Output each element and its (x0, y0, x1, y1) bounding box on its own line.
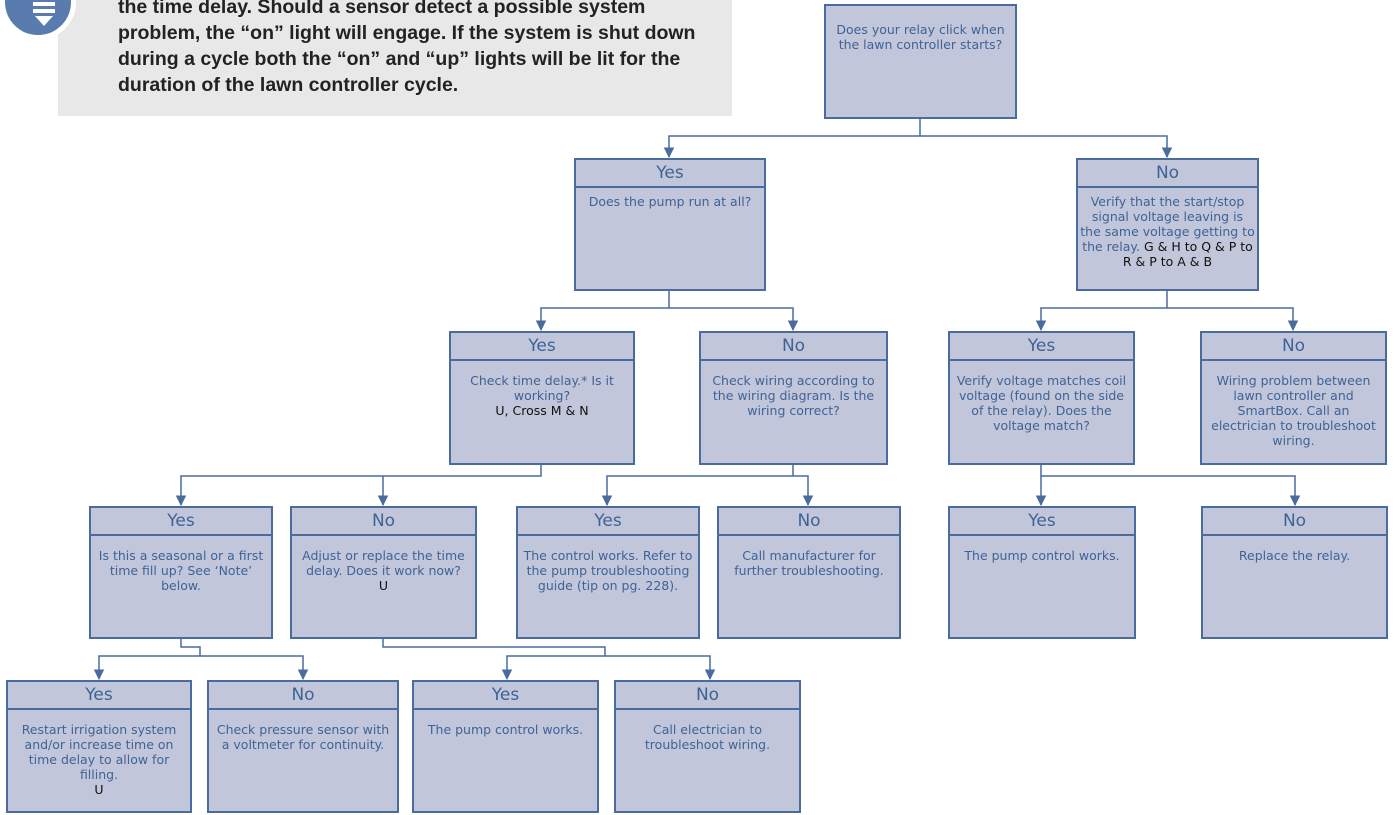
connector (669, 307, 799, 332)
box-title: No (701, 333, 886, 361)
no-verify-signal-box: No Verify that the start/stop signal vol… (1076, 158, 1259, 291)
box-text: The pump control works. (964, 548, 1120, 563)
no-check-pressure-sensor-box: No Check pressure sensor with a voltmete… (207, 680, 399, 813)
connector (175, 464, 542, 507)
box-title: No (1203, 508, 1386, 536)
box-title: No (292, 508, 475, 536)
root-question-text: Does your relay click when the lawn cont… (836, 22, 1005, 52)
connector (1040, 464, 1301, 507)
connector (793, 475, 814, 507)
box-text: Check wiring according to the wiring dia… (712, 373, 875, 418)
yes-restart-irrigation-box: Yes Restart irrigation system and/or inc… (6, 680, 192, 813)
connector (1035, 290, 1168, 332)
box-title: Yes (451, 333, 633, 361)
connector (601, 464, 794, 507)
yes-pump-control-works-box: Yes The pump control works. (948, 506, 1136, 639)
yes-check-time-delay-box: Yes Check time delay.* Is it working? U,… (449, 331, 635, 465)
connector (920, 135, 1173, 159)
box-content: Adjust or replace the time delay. Does i… (292, 536, 475, 593)
yes-pump-works-after-adjust-box: Yes The pump control works. (412, 680, 599, 813)
note-text: the time delay. Should a sensor detect a… (118, 0, 696, 96)
no-adjust-time-delay-box: No Adjust or replace the time delay. Doe… (290, 506, 477, 639)
no-call-electrician-box: No Call electrician to troubleshoot wiri… (614, 680, 801, 813)
no-call-manufacturer-box: No Call manufacturer for further trouble… (717, 506, 901, 639)
box-title: No (1202, 333, 1385, 361)
box-title: Yes (950, 333, 1133, 361)
box-title: No (209, 682, 397, 710)
no-wiring-problem-box: No Wiring problem between lawn controlle… (1200, 331, 1387, 465)
box-text: Check time delay.* Is it working? (470, 373, 614, 403)
box-text: Verify voltage matches coil voltage (fou… (956, 373, 1127, 433)
box-content: Check time delay.* Is it working? U, Cro… (451, 361, 633, 418)
terminal-code: U (94, 782, 104, 797)
box-title: Yes (518, 508, 698, 536)
box-text: The control works. Refer to the pump tro… (523, 548, 693, 593)
connector (535, 290, 670, 332)
box-text: Check pressure sensor with a voltmeter f… (216, 722, 390, 752)
box-title: Yes (8, 682, 190, 710)
yes-seasonal-fill-box: Yes Is this a seasonal or a first time f… (89, 506, 273, 639)
box-text: Does the pump run at all? (588, 194, 752, 209)
connector (1167, 307, 1299, 332)
box-text: Wiring problem between lawn controller a… (1211, 373, 1376, 448)
box-title: Yes (576, 160, 764, 188)
terminal-code: G & H to Q & P to R & P to A & B (1122, 239, 1253, 269)
box-title: No (1078, 160, 1257, 188)
connector (93, 638, 201, 681)
box-text: Call manufacturer for further troublesho… (734, 548, 884, 578)
box-text: Restart irrigation system and/or increas… (21, 722, 177, 782)
box-title: Yes (950, 508, 1134, 536)
box-text: Verify that the start/stop signal voltag… (1080, 194, 1255, 254)
box-text: Adjust or replace the time delay. Does i… (302, 548, 465, 578)
root-question-box: Does your relay click when the lawn cont… (824, 4, 1017, 119)
yes-pump-runs-box: Yes Does the pump run at all? (574, 158, 766, 291)
terminal-code: U (378, 578, 389, 593)
box-content: Verify that the start/stop signal voltag… (1078, 188, 1257, 269)
box-text: Call electrician to troubleshoot wiring. (644, 722, 771, 752)
yes-verify-coil-voltage-box: Yes Verify voltage matches coil voltage … (948, 331, 1135, 465)
note-panel (58, 0, 732, 116)
terminal-code: U, Cross M & N (495, 403, 589, 418)
connector (200, 655, 309, 681)
box-title: Yes (414, 682, 597, 710)
box-text: Is this a seasonal or a first time fill … (98, 548, 264, 593)
connector (605, 655, 716, 681)
box-text: Replace the relay. (1238, 548, 1351, 563)
connector (382, 638, 606, 681)
box-text: The pump control works. (427, 722, 584, 737)
no-check-wiring-box: No Check wiring according to the wiring … (699, 331, 888, 465)
no-replace-relay-box: No Replace the relay. (1201, 506, 1388, 639)
box-title: No (719, 508, 899, 536)
box-title: No (616, 682, 799, 710)
yes-control-works-box: Yes The control works. Refer to the pump… (516, 506, 700, 639)
box-content: Restart irrigation system and/or increas… (8, 710, 190, 797)
box-title: Yes (91, 508, 271, 536)
connector (663, 118, 921, 159)
